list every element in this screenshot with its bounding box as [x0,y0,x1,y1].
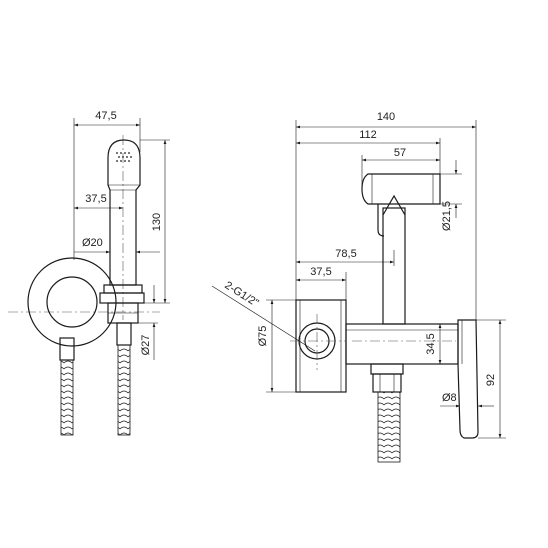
dim-plate-diameter-label: Ø75 [257,326,269,347]
dim-lever-height-label: 92 [485,374,497,386]
dim-handle-reach-label: 112 [359,129,377,141]
right-hose [377,391,401,463]
dim-spray-diameter-label: Ø21,5 [441,201,453,231]
dim-lever-diameter-label: Ø8 [442,392,457,404]
dim-handle-reach: 112 [296,129,441,174]
valve-body [345,323,459,365]
dim-holder-diameter-label: Ø27 [140,335,152,356]
dim-spray-length-label: 57 [394,147,406,159]
dim-head-diameter-label: Ø20 [82,237,103,249]
dim-handle-offset-label: 37,5 [85,193,106,205]
right-view: 140 112 57 Ø21,5 78,5 [211,111,506,463]
dim-plate-offset-label: 37,5 [310,266,331,278]
lever-handle [457,319,479,439]
dim-handle-offset: 37,5 [74,193,123,210]
wall-holder-inner [46,276,98,328]
wall-plate [295,299,347,393]
dim-lever-height: 92 [476,319,506,439]
spout-column [382,194,406,325]
dim-body-height-label: 34,5 [425,333,437,354]
dim-spout-offset-label: 78,5 [335,248,356,260]
dim-spray-length: 57 [361,147,440,189]
dim-head-diameter: Ø20 [74,237,160,254]
hand-shower-side [99,139,145,324]
dim-spray-diameter: Ø21,5 [440,160,462,231]
dim-holder-diameter: Ø27 [138,285,158,360]
right-hose-nut [370,363,404,393]
left-hose-nut-2 [116,322,132,346]
wall-holder-outer [27,257,117,347]
spray-head [361,173,441,237]
dim-width-total: 47,5 [73,110,141,260]
dim-plate-offset: 37,5 [296,266,347,300]
dim-height-label: 130 [151,213,163,231]
dim-plate-diameter: Ø75 [257,299,296,393]
dim-spout-offset: 78,5 [296,248,395,266]
left-view: 47,5 37,5 Ø20 130 Ø27 [8,110,170,436]
dim-overall-width-label: 140 [377,111,395,123]
dim-lever-diameter: Ø8 [440,392,494,408]
left-hose [60,344,131,436]
dim-width-total-label: 47,5 [95,110,116,122]
dim-overall-width: 140 [295,111,477,320]
dim-body-height: 34,5 [425,324,458,365]
left-hose-nut-1 [59,337,75,361]
dim-height: 130 [140,139,170,304]
